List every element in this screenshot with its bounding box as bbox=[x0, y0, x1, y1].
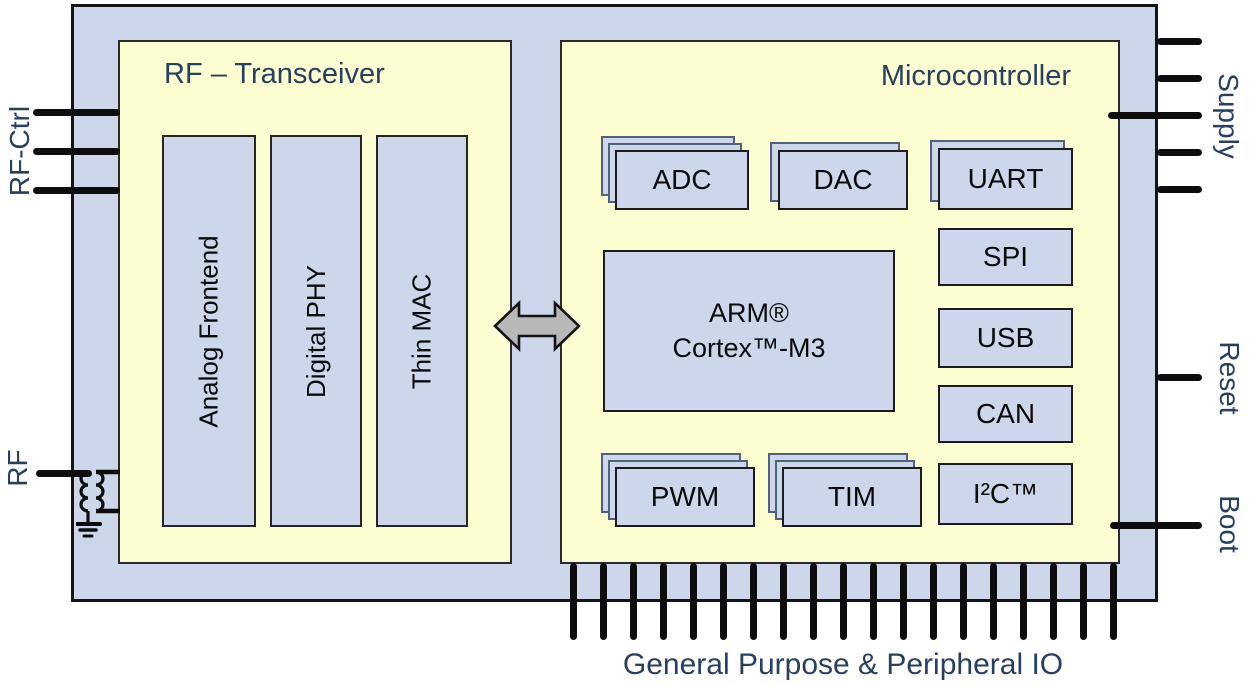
rf-transceiver-title: RF – Transceiver bbox=[164, 58, 385, 90]
module-label: Thin MAC bbox=[406, 273, 437, 389]
peripheral-i2c: I²C™ bbox=[938, 463, 1073, 525]
pin bbox=[659, 563, 667, 640]
pin bbox=[929, 563, 937, 640]
peripheral-label: USB bbox=[976, 322, 1035, 353]
bidirectional-arrow-icon bbox=[493, 299, 581, 353]
microcontroller-title: Microcontroller bbox=[880, 60, 1071, 92]
pin bbox=[1157, 148, 1202, 156]
module-analog-frontend: Analog Frontend bbox=[162, 135, 256, 527]
rf-ctrl-label: RF-Ctrl bbox=[4, 105, 35, 197]
pin bbox=[989, 563, 997, 640]
pin bbox=[33, 186, 120, 194]
pin bbox=[1049, 563, 1057, 640]
peripheral-label: ADC bbox=[652, 164, 712, 195]
module-label: Digital PHY bbox=[300, 264, 331, 398]
cpu-line2: Cortex™-M3 bbox=[672, 333, 826, 363]
peripheral-label: CAN bbox=[975, 398, 1036, 429]
pin bbox=[629, 563, 637, 640]
peripheral-can: CAN bbox=[938, 385, 1073, 443]
pin bbox=[33, 108, 120, 116]
pin bbox=[1019, 563, 1027, 640]
pin bbox=[599, 563, 607, 640]
rf-pin bbox=[36, 470, 92, 477]
peripheral-label: UART bbox=[967, 163, 1044, 194]
pin bbox=[569, 563, 577, 640]
pin bbox=[869, 563, 877, 640]
gpio-label: General Purpose & Peripheral IO bbox=[622, 648, 1064, 681]
pin bbox=[33, 147, 120, 155]
pin bbox=[719, 563, 727, 640]
rf-label: RF bbox=[2, 449, 33, 487]
boot-pin bbox=[1110, 522, 1202, 529]
module-digital-phy: Digital PHY bbox=[270, 135, 362, 527]
pin bbox=[1079, 563, 1087, 640]
peripheral-label: TIM bbox=[827, 481, 877, 512]
stack-layer-front: PWM bbox=[615, 467, 755, 527]
supply-label: Supply bbox=[1213, 73, 1244, 159]
pin bbox=[1109, 563, 1117, 640]
module-label: Analog Frontend bbox=[193, 234, 224, 428]
cpu-line1: ARM® bbox=[709, 297, 789, 328]
peripheral-adc: ADC bbox=[601, 136, 753, 212]
pin bbox=[899, 563, 907, 640]
boot-label: Boot bbox=[1214, 495, 1245, 553]
pin bbox=[959, 563, 967, 640]
pin bbox=[839, 563, 847, 640]
peripheral-tim: TIM bbox=[768, 453, 926, 529]
pin bbox=[749, 563, 757, 640]
peripheral-label: SPI bbox=[982, 241, 1029, 272]
peripheral-label: PWM bbox=[650, 481, 720, 512]
peripheral-spi: SPI bbox=[938, 228, 1073, 286]
reset-pin bbox=[1157, 374, 1202, 381]
cpu-block: ARM® Cortex™-M3 bbox=[603, 250, 895, 412]
peripheral-label: I²C™ bbox=[972, 478, 1039, 509]
peripheral-uart: UART bbox=[930, 140, 1075, 212]
balun-transformer-icon bbox=[76, 469, 120, 538]
peripheral-dac: DAC bbox=[770, 142, 910, 212]
pin bbox=[689, 563, 697, 640]
stack-layer-front: TIM bbox=[782, 467, 922, 527]
stack-layer-front: ADC bbox=[615, 150, 749, 210]
pin bbox=[1157, 37, 1202, 45]
pin bbox=[1108, 111, 1202, 119]
peripheral-label: DAC bbox=[813, 164, 873, 195]
peripheral-usb: USB bbox=[938, 308, 1073, 368]
pin bbox=[809, 563, 817, 640]
reset-label: Reset bbox=[1214, 341, 1245, 415]
pin bbox=[779, 563, 787, 640]
stack-layer-front: UART bbox=[938, 148, 1073, 210]
module-thin-mac: Thin MAC bbox=[376, 135, 468, 527]
stack-layer-front: DAC bbox=[778, 150, 908, 210]
pin bbox=[1157, 185, 1202, 193]
pin bbox=[1157, 74, 1202, 82]
peripheral-pwm: PWM bbox=[601, 453, 759, 529]
